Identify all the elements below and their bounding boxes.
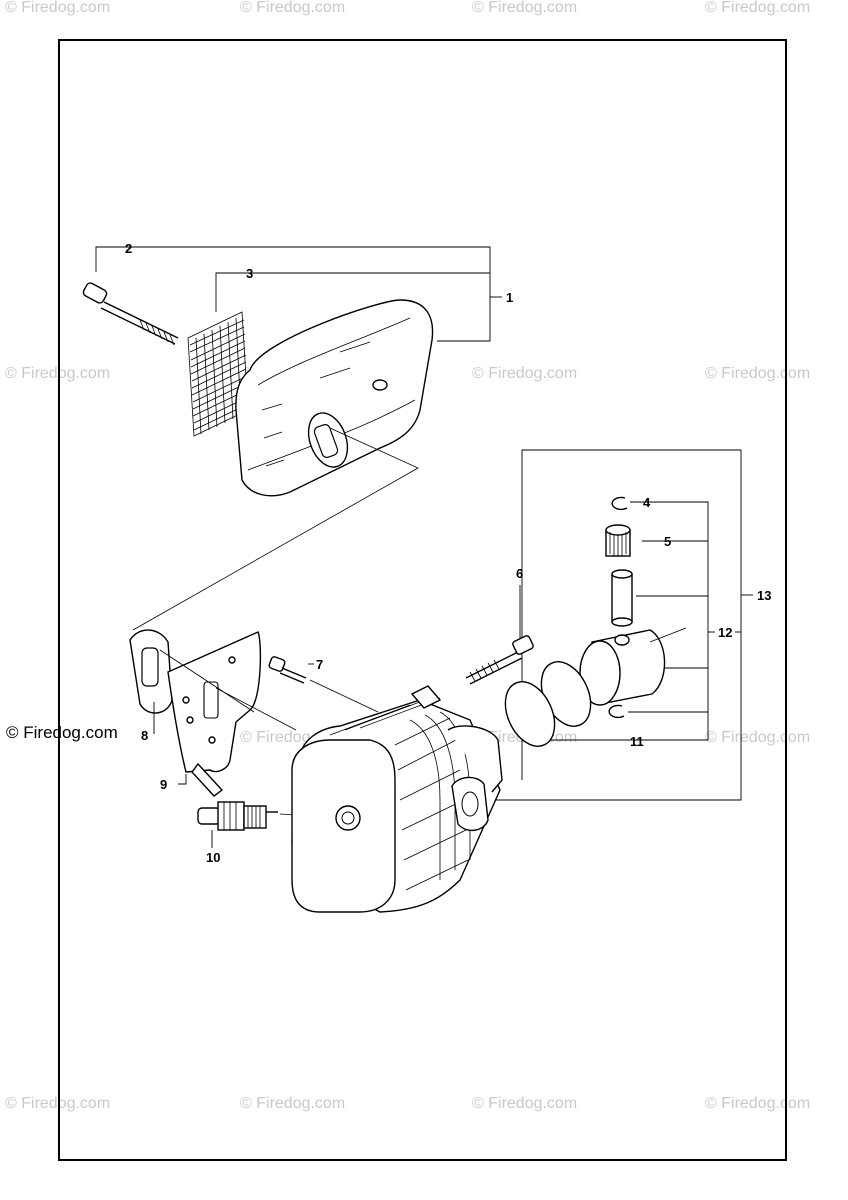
callout-4: 4 [643, 495, 651, 510]
watermark: © Firedog.com [705, 1095, 810, 1112]
muffler-group: 2 3 1 [82, 241, 513, 497]
piston-pin [611, 569, 633, 627]
side-watermark: © Firedog.com [6, 723, 118, 742]
callout-12: 12 [718, 625, 732, 640]
leader-line [548, 501, 709, 741]
callout-3: 3 [246, 266, 253, 281]
callout-2: 2 [125, 241, 132, 256]
watermark: © Firedog.com [705, 0, 810, 16]
muffler-bolt [82, 282, 179, 346]
muffler-body [235, 299, 434, 497]
callout-11: 11 [630, 734, 644, 749]
cylinder-bolt [465, 635, 534, 685]
alignment-line [215, 687, 297, 731]
needle-bearing [605, 524, 631, 557]
watermark: © Firedog.com [240, 0, 345, 16]
circlip-bottom [608, 704, 625, 719]
gasket-group: 7 8 9 10 [129, 629, 379, 865]
watermark: © Firedog.com [472, 365, 577, 382]
watermark: © Firedog.com [5, 365, 110, 382]
diagram-border [58, 39, 787, 1161]
watermark: © Firedog.com [5, 1095, 110, 1112]
callout-8: 8 [141, 728, 148, 743]
callout-5: 5 [664, 534, 671, 549]
alignment-line [132, 427, 419, 631]
watermark-layer: © Firedog.com © Firedog.com © Firedog.co… [5, 0, 810, 1112]
watermark: © Firedog.com [5, 0, 110, 16]
leader-line [178, 774, 187, 785]
watermark: © Firedog.com [705, 729, 810, 746]
piston [579, 627, 687, 706]
callout-10: 10 [206, 850, 220, 865]
callout-7: 7 [316, 657, 323, 672]
cylinder [291, 685, 503, 913]
callout-1: 1 [506, 290, 513, 305]
exhaust-gasket [129, 629, 173, 714]
watermark: © Firedog.com [472, 0, 577, 16]
spark-plug [197, 801, 278, 831]
plate-screw [268, 656, 307, 684]
watermark: © Firedog.com [240, 1095, 345, 1112]
alignment-line [159, 649, 255, 713]
callout-9: 9 [160, 777, 167, 792]
leader-line [490, 449, 742, 801]
callout-6: 6 [516, 566, 523, 581]
circlip-top [611, 496, 628, 511]
watermark: © Firedog.com [472, 1095, 577, 1112]
piston-ring [504, 681, 556, 747]
leader-line [215, 272, 490, 312]
leader-line [95, 246, 491, 342]
callout-13: 13 [757, 588, 771, 603]
cylinder-group: 4 5 6 12 13 11 [465, 449, 771, 801]
spark-arrestor-screen [187, 311, 249, 437]
heat-shield-plate [167, 631, 262, 797]
alignment-line [309, 679, 379, 713]
watermark: © Firedog.com [705, 365, 810, 382]
